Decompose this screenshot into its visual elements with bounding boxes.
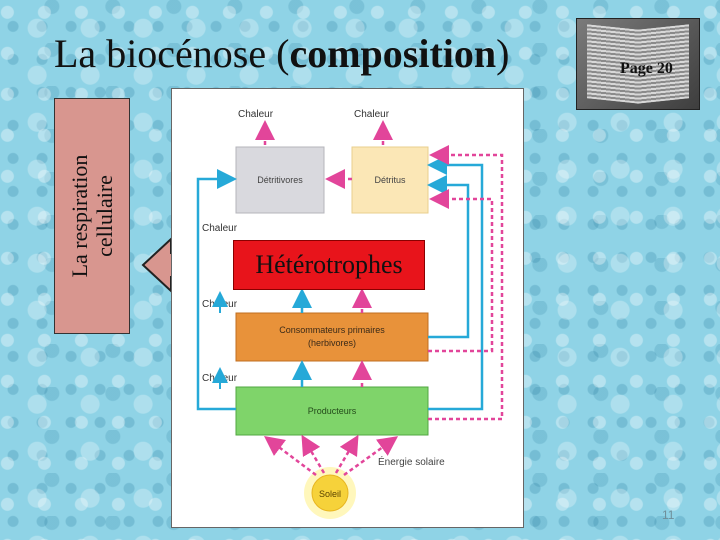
- heterotrophes-callout: Hétérotrophes: [233, 240, 425, 290]
- consumers-label-2: (herbivores): [308, 338, 356, 348]
- ecosystem-svg: Chaleur Chaleur Chaleur Chaleur Chaleur …: [196, 109, 504, 519]
- side-label-line2: cellulaire: [92, 175, 117, 257]
- sun-ray-4: [343, 436, 399, 477]
- energy-loop-mid: [428, 189, 494, 353]
- matter-loop-outer: [427, 155, 484, 411]
- producers-label: Producteurs: [308, 406, 357, 416]
- detritus-label: Détritus: [374, 175, 406, 185]
- sun: [311, 474, 349, 512]
- heat-label-1: Chaleur: [202, 223, 238, 234]
- detritus-box: [351, 146, 429, 214]
- side-label: La respiration cellulaire: [67, 106, 117, 326]
- title-end: ): [496, 31, 510, 76]
- book-page-label: Page 20: [620, 60, 673, 77]
- sun-ray-1: [264, 436, 317, 476]
- ecosystem-diagram: Chaleur Chaleur Chaleur Chaleur Chaleur …: [171, 88, 524, 528]
- consumers-box: [235, 312, 429, 362]
- heat-label-top-right: Chaleur: [354, 109, 390, 120]
- consumers-label-1: Consommateurs primaires: [279, 325, 385, 335]
- side-label-box: La respiration cellulaire: [54, 98, 130, 334]
- page-title: La biocénose (composition): [54, 30, 509, 77]
- side-label-line1: La respiration: [67, 154, 92, 278]
- matter-loop-mid: [427, 175, 470, 339]
- producers-box: [235, 386, 429, 436]
- detritivores-label: Détritivores: [257, 175, 303, 185]
- sun-ray-2: [301, 434, 326, 474]
- energy-loop-outer: [428, 145, 504, 421]
- title-normal: La biocénose (: [54, 31, 290, 76]
- detritivores-box: [235, 146, 325, 214]
- sun-ray-3: [334, 434, 359, 474]
- title-bold: composition: [289, 31, 497, 76]
- solar-energy-label: Énergie solaire: [378, 455, 445, 468]
- book-image: [576, 18, 700, 110]
- sun-label: Soleil: [319, 489, 341, 499]
- page-number: 11: [662, 508, 675, 522]
- heat-label-top-left: Chaleur: [238, 109, 274, 120]
- matter-loop-left: [196, 169, 237, 411]
